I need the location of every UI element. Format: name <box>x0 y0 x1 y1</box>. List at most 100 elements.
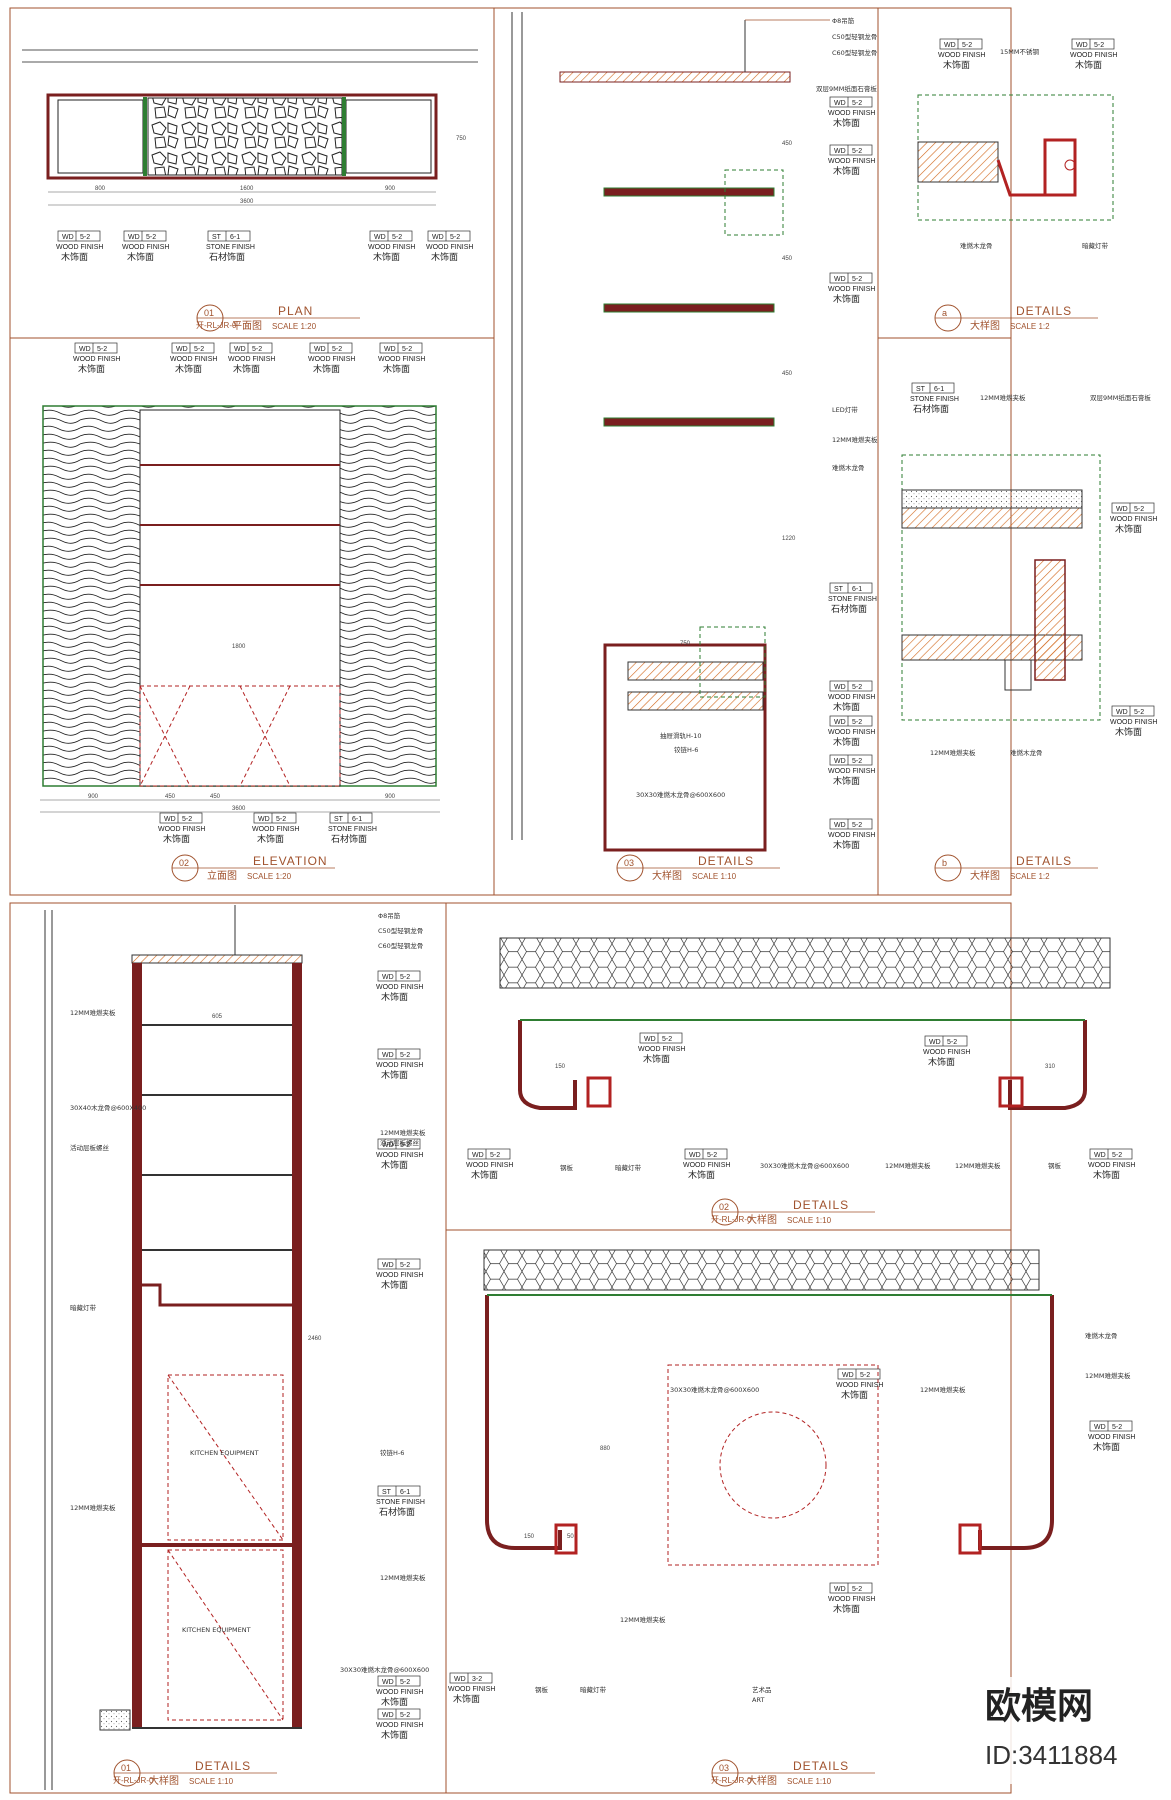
title-cn: 大样图 <box>970 869 1000 882</box>
note-ply12-d03: 12MM难燃夹板 <box>920 1385 966 1394</box>
tag-text: WOOD FINISH <box>1110 516 1157 523</box>
elevation-drawing: 900 450 450 900 3600 1800 <box>40 405 440 813</box>
tag-text: WOOD FINISH <box>122 244 169 251</box>
title-cn: 大样图 <box>149 1774 179 1787</box>
tag-box <box>57 230 101 242</box>
tag-box <box>837 1368 881 1380</box>
tag-box <box>123 230 167 242</box>
tag-text: 木饰面 <box>943 59 970 71</box>
tag-text: 木饰面 <box>175 363 202 375</box>
tag-box <box>159 812 203 824</box>
title-cn: 大样图 <box>970 319 1000 332</box>
title-ref: 开-RL-JR-0 <box>711 1776 752 1785</box>
tag-text: 5-2 <box>662 1036 672 1043</box>
tag-text: WOOD FINISH <box>448 1686 495 1693</box>
tag-text: 5-2 <box>852 758 862 765</box>
tag-text: 木饰面 <box>643 1053 670 1065</box>
tag-text: WOOD FINISH <box>828 158 875 165</box>
tag-text: 5-2 <box>400 1052 410 1059</box>
tag-text: WOOD FINISH <box>1110 719 1157 726</box>
title-cn: 平面图 <box>232 320 262 332</box>
title-en: DETAILS <box>1016 854 1072 868</box>
title-cn: 大样图 <box>747 1213 777 1226</box>
tag-text: 木饰面 <box>841 1389 868 1401</box>
tag-text: 5-2 <box>852 684 862 691</box>
title-number: 03 <box>624 858 634 868</box>
watermark-id: ID:3411884 <box>985 1740 1118 1770</box>
watermark-brand: 欧模网 <box>985 1686 1093 1727</box>
tag-text: 木饰面 <box>453 1693 480 1705</box>
tag-text: 木饰面 <box>833 775 860 787</box>
tag-text: WD <box>79 346 91 353</box>
tag-box <box>427 230 471 242</box>
tag-text: 木饰面 <box>833 736 860 748</box>
title-number: 03 <box>719 1763 729 1773</box>
note-steel15: 15MM不锈钢 <box>1000 47 1039 56</box>
tag-text: 5-2 <box>1134 709 1144 716</box>
note-fire-wood-d03: 难燃木龙骨 <box>1085 1331 1118 1340</box>
tag-text: WOOD FINISH <box>828 729 875 736</box>
tag-text: 5-2 <box>97 346 107 353</box>
tag-box <box>829 1582 873 1594</box>
note-hidden-light-a: 暗藏灯带 <box>1082 241 1109 250</box>
tag-text: 木饰面 <box>381 1696 408 1708</box>
note-hidden-light-d02: 暗藏灯带 <box>615 1163 642 1172</box>
tag-text: ST <box>834 586 844 593</box>
note-hinge-d01: 铰链H-6 <box>380 1448 404 1457</box>
note-keel3040: 30X40木龙骨@600X400 <box>70 1103 146 1112</box>
tag-text: WD <box>374 234 386 241</box>
tag-text: WD <box>1076 42 1088 49</box>
tag-text: WD <box>644 1036 656 1043</box>
tag-text: 木饰面 <box>431 251 458 263</box>
tag-text: 5-2 <box>962 42 972 49</box>
note-ply12-d03c: 12MM难燃夹板 <box>620 1615 666 1624</box>
tag-box <box>1071 38 1115 50</box>
elev-dim-total: 3600 <box>232 806 246 812</box>
tag-text: WD <box>432 234 444 241</box>
tag-text: WD <box>382 1262 394 1269</box>
tag-text: WOOD FINISH <box>683 1162 730 1169</box>
tag-text: WD <box>834 758 846 765</box>
tag-text: 6-1 <box>934 386 944 393</box>
elev-dim-inner: 1800 <box>232 644 246 650</box>
tag-text: 5-2 <box>1112 1152 1122 1159</box>
tag-text: WOOD FINISH <box>378 356 425 363</box>
note-ply12-d01d: 12MM难燃夹板 <box>380 1573 426 1582</box>
note-ply12-d02: 12MM难燃夹板 <box>885 1161 931 1170</box>
tag-box <box>1111 705 1155 717</box>
title-ref: 开-RL-JR-0 <box>711 1215 752 1224</box>
tag-text: 6-1 <box>230 234 240 241</box>
tag-text: WOOD FINISH <box>376 1062 423 1069</box>
tag-box <box>684 1148 728 1160</box>
tag-text: WD <box>382 1679 394 1686</box>
note-ply12-d01b: 12MM难燃夹板 <box>70 1503 116 1512</box>
details01-drawing: KITCHEN EQUIPMENT KITCHEN EQUIPMENT 605 … <box>44 905 322 1790</box>
tag-text: WD <box>1094 1152 1106 1159</box>
tag-text: ST <box>916 386 926 393</box>
details03b-drawing: 880 150 50 <box>483 1249 1054 1566</box>
tag-text: 木饰面 <box>1115 523 1142 535</box>
title-number: 01 <box>204 308 214 318</box>
tag-text: 木饰面 <box>381 991 408 1003</box>
tag-text: 6-1 <box>400 1489 410 1496</box>
tag-text: 木饰面 <box>928 1056 955 1068</box>
tag-text: 石材饰面 <box>913 403 949 415</box>
tag-text: WD <box>176 346 188 353</box>
title-ref: 开-RL-JR-0 <box>196 321 237 330</box>
title-en: PLAN <box>278 304 313 318</box>
tag-box <box>829 680 873 692</box>
tag-text: WOOD FINISH <box>158 826 205 833</box>
